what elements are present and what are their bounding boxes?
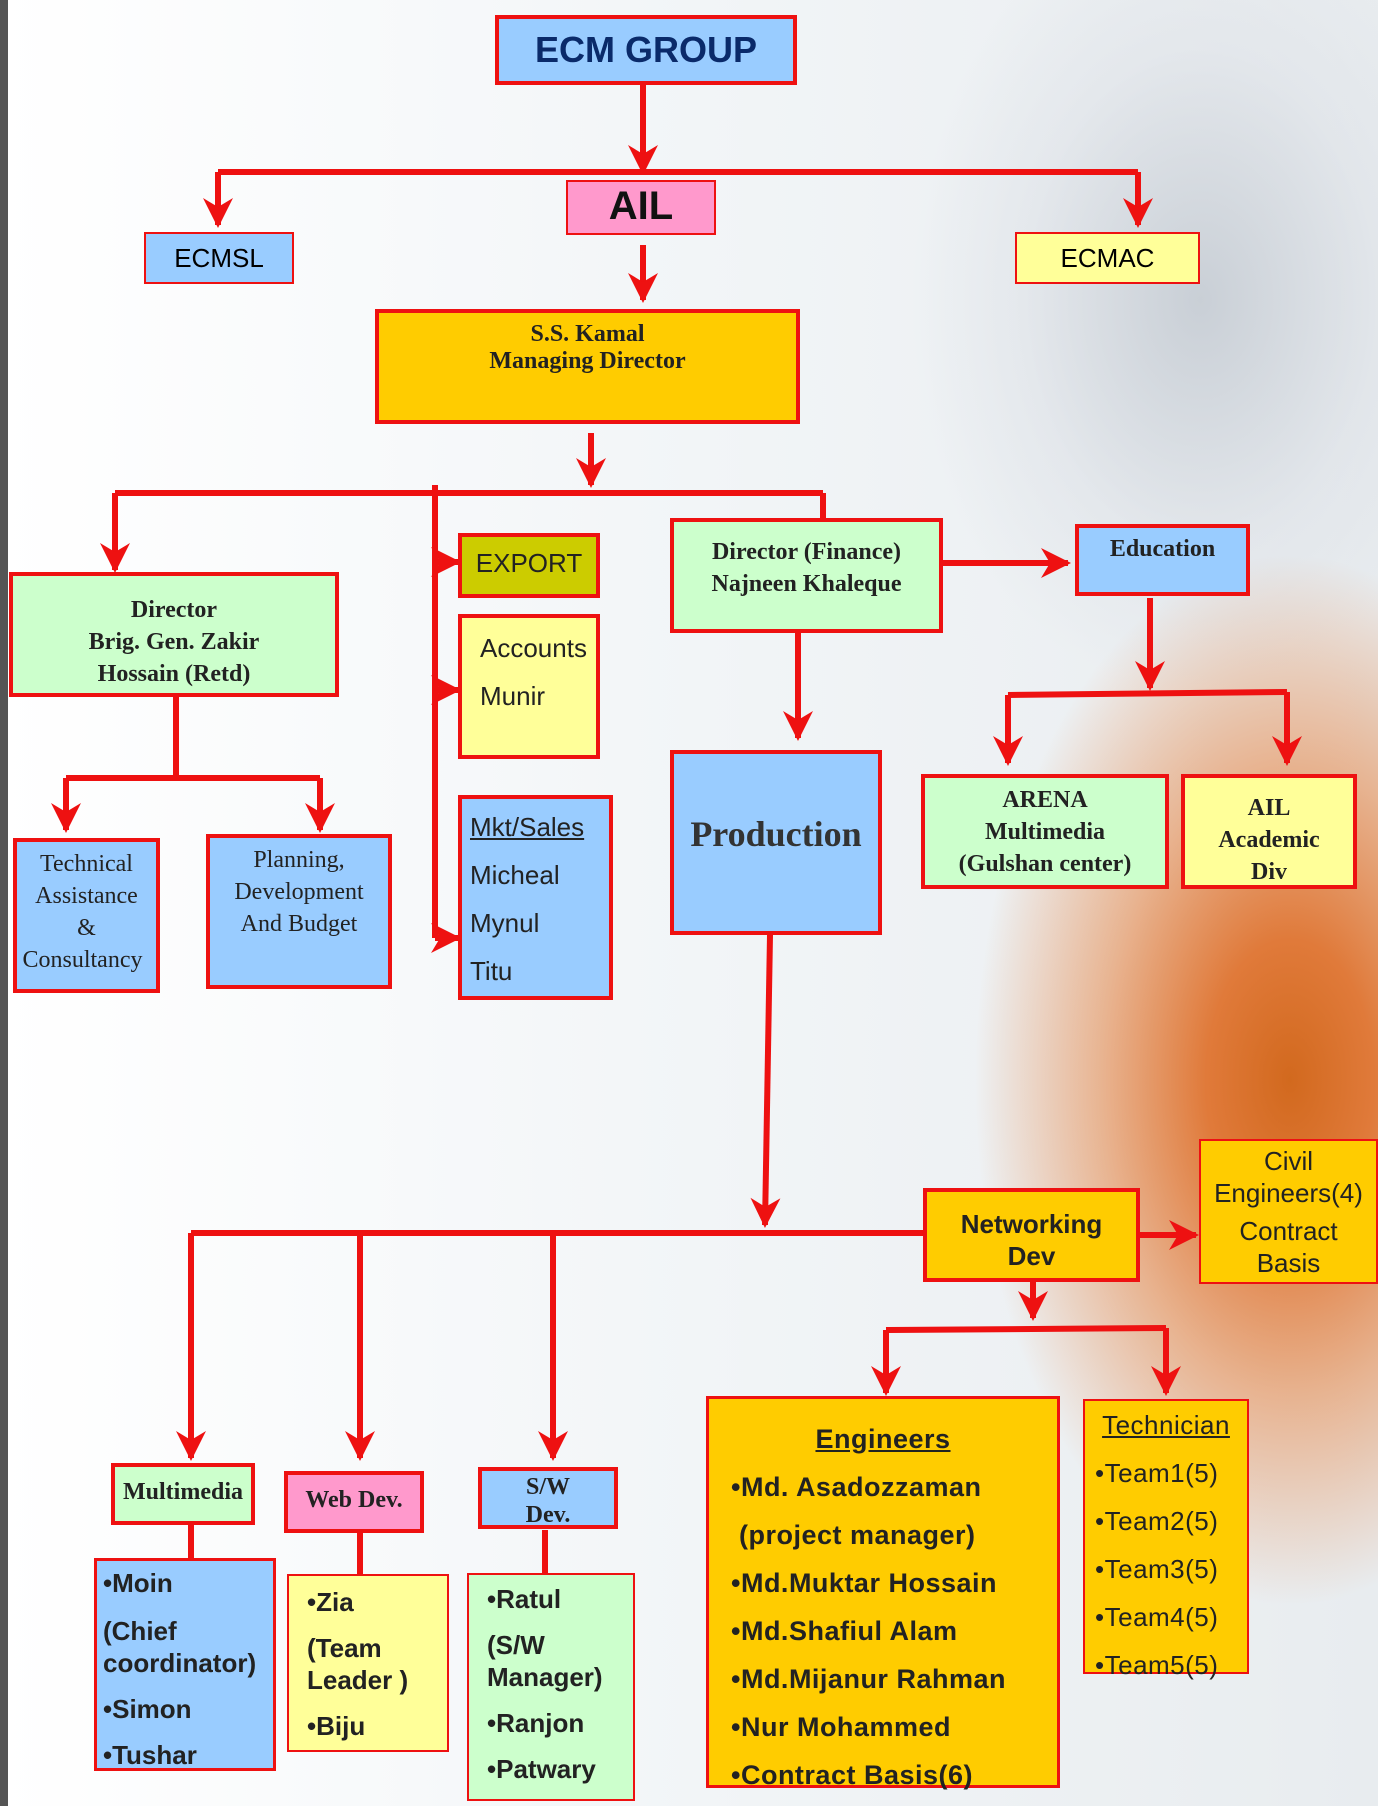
director-finance-box: Director (Finance) Najneen Khaleque [670,518,943,633]
arena-box: ARENA Multimedia (Gulshan center) [921,774,1169,889]
list-item: •Moin [103,1568,173,1598]
ecmac-box: ECMAC [1015,232,1200,284]
civil-line4: Basis [1256,1248,1321,1278]
accounts-person: Munir [480,681,546,711]
planning-line1: Planning, [253,847,345,873]
sw-dev-title-line1: S/W [525,1474,570,1500]
list-item: •Biju [307,1711,366,1741]
list-item: •Team2(5) [1095,1506,1219,1536]
accounts-label: Accounts [480,633,587,663]
list-item: •Team4(5) [1095,1602,1219,1632]
list-item: •Ratul [487,1584,562,1614]
technician-list: Technician •Team1(5) •Team2(5) •Team3(5)… [1083,1399,1249,1680]
arena-line3: (Gulshan center) [958,851,1132,877]
technical-line4: Consultancy [22,947,143,973]
planning-line3: And Budget [240,911,358,937]
ail-box: AIL [566,180,716,235]
accounts-box: Accounts Munir [458,614,600,759]
director-finance-label: Director (Finance) [711,539,902,565]
list-item: Manager) [487,1662,603,1692]
engineers-title: Engineers [815,1424,951,1454]
technician-title: Technician [1102,1410,1230,1440]
list-item: (project manager) [739,1520,976,1550]
civil-line3: Contract [1239,1216,1338,1246]
planning-box: Planning, Development And Budget [206,834,392,989]
ail-academic-line2: Academic [1218,827,1320,853]
md-name: S.S. Kamal [530,321,645,347]
mkt-person-1: Micheal [470,860,560,890]
list-item: Leader ) [307,1665,409,1695]
ecmsl-box: ECMSL [144,232,294,284]
list-item: •Team1(5) [1095,1458,1219,1488]
education-box: Education [1075,524,1250,596]
multimedia-list: •Moin (Chief coordinator) •Simon •Tushar [94,1558,276,1771]
export-box: EXPORT [458,533,600,598]
md-title: Managing Director [489,348,686,374]
sw-dev-list: •Ratul (S/W Manager) •Ranjon •Patwary [467,1573,635,1801]
sw-dev-title-line2: Dev. [525,1502,571,1528]
networking-dev-box: Networking Dev [923,1188,1140,1282]
networking-line1: Networking [960,1209,1103,1239]
list-item: •Md.Shafiul Alam [731,1616,958,1646]
web-dev-list: •Zia (Team Leader ) •Biju [287,1574,449,1752]
ecm-group-box: ECM GROUP [495,15,797,85]
list-item: (Chief [103,1616,177,1646]
list-item: •Md. Asadozzaman [731,1472,982,1502]
planning-line2: Development [234,879,364,905]
civil-line2: Engineers(4) [1214,1178,1363,1208]
ail-academic-line3: Div [1251,859,1287,885]
ail-academic-box: AIL Academic Div [1181,774,1357,889]
multimedia-title-box: Multimedia [111,1463,255,1525]
sw-dev-title-box: S/W Dev. [478,1467,618,1529]
list-item: coordinator) [103,1648,257,1678]
technical-line1: Technical [40,851,133,877]
mkt-person-3: Titu [470,956,513,986]
list-item: (S/W [487,1630,545,1660]
list-item: •Ranjon [487,1708,585,1738]
managing-director-box: S.S. Kamal Managing Director [375,309,800,424]
list-item: •Nur Mohammed [731,1712,951,1742]
list-item: •Zia [307,1587,354,1617]
mkt-sales-label: Mkt/Sales [470,812,585,842]
civil-engineers-box: Civil Engineers(4) Contract Basis [1199,1139,1378,1284]
director-name-line2: Hossain (Retd) [97,661,251,687]
technical-line2: Assistance [35,883,138,909]
mkt-person-2: Mynul [470,908,540,938]
ail-academic-line1: AIL [1247,795,1291,821]
director-zakir-box: Director Brig. Gen. Zakir Hossain (Retd) [9,572,339,697]
list-item: •Md.Muktar Hossain [731,1568,997,1598]
web-dev-title-box: Web Dev. [284,1471,424,1533]
director-label: Director [130,597,218,623]
list-item: (Team [307,1633,382,1663]
list-item: •Patwary [487,1754,596,1784]
civil-line1: Civil [1263,1146,1314,1176]
technical-line3: & [77,915,96,941]
list-item: •Tushar [103,1740,197,1770]
production-box: Production [670,750,882,935]
technical-assistance-box: Technical Assistance & Consultancy [13,838,160,993]
networking-line2: Dev [1007,1241,1056,1271]
arena-line1: ARENA [1002,787,1088,813]
director-name-line1: Brig. Gen. Zakir [88,629,260,655]
list-item: •Team5(5) [1095,1650,1219,1680]
mkt-sales-box: Mkt/Sales Micheal Mynul Titu [458,795,613,1000]
director-finance-name: Najneen Khaleque [711,571,902,597]
list-item: •Team3(5) [1095,1554,1219,1584]
list-item: •Md.Mijanur Rahman [731,1664,1006,1694]
engineers-list: Engineers •Md. Asadozzaman (project mana… [706,1396,1060,1790]
arena-line2: Multimedia [985,819,1105,845]
list-item: •Contract Basis(6) [731,1760,974,1790]
list-item: •Simon [103,1694,192,1724]
left-edge-bar [0,0,8,1806]
